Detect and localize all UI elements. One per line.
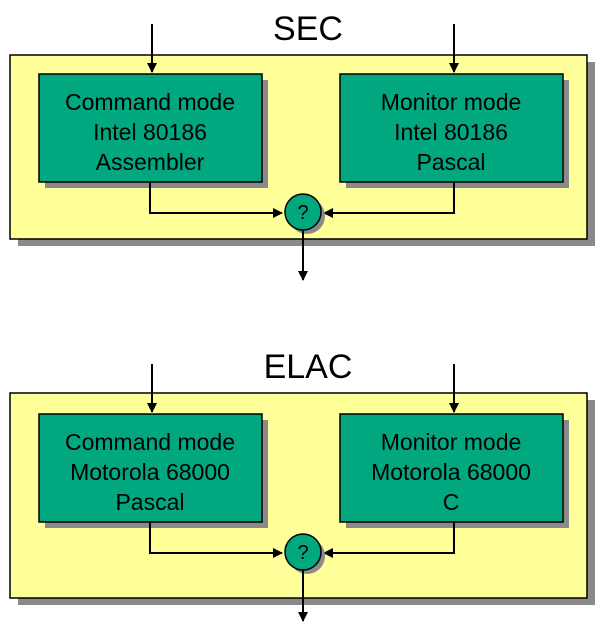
elac-monitor-mode-label: Monitor mode <box>381 429 522 455</box>
sec-monitor-to-comparator-arrow <box>323 182 455 218</box>
sec-panel: SEC Command mode Intel 80186 Assembler M… <box>9 10 595 281</box>
sec-monitor-mode-label: Monitor mode <box>381 89 522 115</box>
elac-monitor-to-comparator-arrow <box>323 522 455 558</box>
elac-panel-title: ELAC <box>264 348 353 386</box>
elac-command-mode-label: Command mode <box>65 429 235 455</box>
sec-monitor-language-label: Pascal <box>416 149 485 175</box>
sec-command-box <box>38 73 263 183</box>
sec-panel-title: SEC <box>273 10 343 48</box>
sec-comparator-label: ? <box>297 202 308 224</box>
elac-command-box <box>38 413 263 523</box>
elac-comparator-label: ? <box>297 542 308 564</box>
sec-command-processor-label: Intel 80186 <box>93 119 207 145</box>
sec-command-mode-label: Command mode <box>65 89 235 115</box>
elac-monitor-processor-label: Motorola 68000 <box>371 459 531 485</box>
elac-panel: ELAC Command mode Motorola 68000 Pascal … <box>9 348 595 622</box>
sec-monitor-box <box>339 73 564 183</box>
sec-command-language-label: Assembler <box>96 149 205 175</box>
elac-monitor-box <box>339 413 564 523</box>
elac-command-to-comparator-arrow <box>149 522 283 558</box>
sec-monitor-processor-label: Intel 80186 <box>394 119 508 145</box>
sec-command-to-comparator-arrow <box>149 182 283 218</box>
elac-command-language-label: Pascal <box>115 489 184 515</box>
elac-monitor-language-label: C <box>443 489 460 515</box>
elac-command-processor-label: Motorola 68000 <box>70 459 230 485</box>
